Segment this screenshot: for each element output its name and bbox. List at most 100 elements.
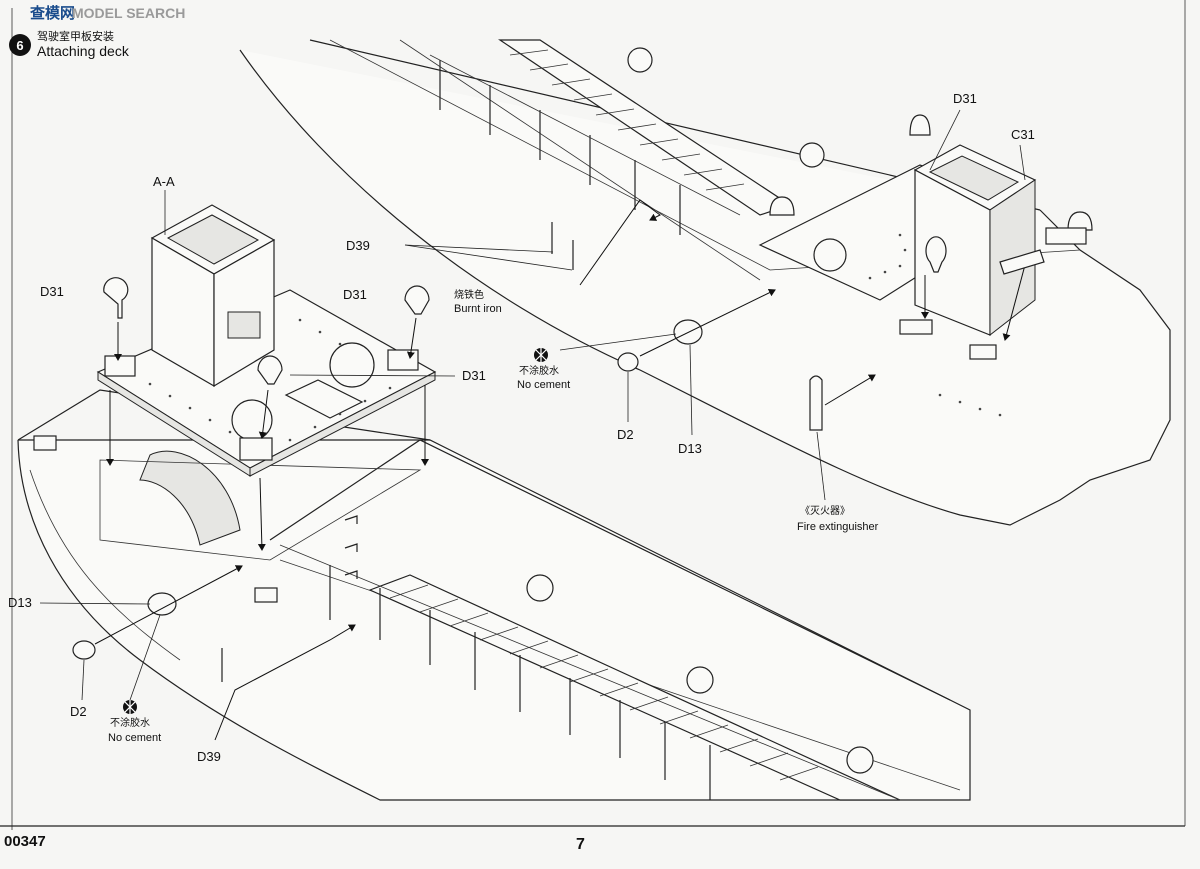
d2-right-part	[617, 352, 639, 372]
wheelhouse-door	[227, 311, 261, 339]
label-no-cement-cn-left: 不涂胶水	[110, 716, 150, 729]
plank	[689, 724, 729, 739]
fire-ext-leader	[816, 431, 826, 501]
lower-ramp-planks	[389, 584, 819, 781]
d13-left-arrow	[94, 565, 243, 645]
lower-hull-assembly	[17, 389, 971, 801]
plate-drop-arrow-front	[257, 477, 266, 551]
deck-hatch-cover	[284, 379, 364, 419]
plank	[389, 584, 429, 599]
deck-bitt-right	[387, 349, 419, 371]
d13-left-leader	[39, 602, 151, 605]
lower-inner-wall	[269, 439, 951, 701]
step-title-en: Attaching deck	[37, 43, 130, 59]
porthole	[799, 142, 825, 168]
bitt	[1045, 227, 1087, 245]
hatch-step	[969, 344, 997, 360]
c31-leader	[1019, 144, 1026, 181]
plank	[529, 63, 569, 71]
rivet	[388, 386, 392, 390]
porthole	[627, 47, 653, 73]
site-logo: 查模网	[30, 4, 75, 22]
plank	[539, 654, 579, 669]
plank	[569, 668, 609, 683]
wheelhouse-interior	[928, 155, 1020, 201]
rivet	[188, 406, 192, 410]
step-handle	[344, 515, 358, 524]
rivet	[958, 400, 962, 404]
rivet	[868, 276, 872, 280]
plank	[661, 153, 701, 161]
no-cement-icon-mark	[535, 348, 547, 362]
rivet	[998, 413, 1002, 417]
rail-top	[279, 544, 901, 801]
catalog-number: 00347	[4, 833, 46, 850]
plank	[617, 123, 657, 131]
rivet	[318, 330, 322, 334]
upper-inner-wall	[399, 39, 761, 281]
d31-mid-arrow	[406, 317, 417, 359]
label-d2-right: D2	[617, 427, 634, 442]
porthole	[526, 574, 554, 602]
label-c31: C31	[1011, 127, 1035, 142]
plank	[683, 168, 723, 176]
lower-hull-curve	[29, 469, 181, 661]
lower-railing	[279, 544, 901, 801]
d39-bottom-arrow	[214, 624, 356, 741]
d2-left-part	[72, 640, 96, 660]
rivet	[168, 394, 172, 398]
d39-top-leader-a	[404, 244, 554, 253]
vent-c31	[1067, 211, 1093, 231]
wheelhouse-box	[150, 204, 276, 388]
wheelhouse-front	[989, 179, 1036, 337]
plank	[573, 93, 613, 101]
label-d13-left: D13	[8, 595, 32, 610]
bitt	[33, 435, 57, 451]
rail-top	[429, 54, 741, 216]
deck-opening	[99, 459, 422, 561]
fire-ext-arrow	[824, 374, 876, 406]
label-aa: A-A	[153, 174, 175, 189]
watermark: MODEL SEARCH	[72, 5, 185, 21]
page-number: 7	[576, 836, 585, 853]
porthole	[846, 746, 874, 774]
rivet	[298, 318, 302, 322]
plank	[779, 766, 819, 781]
rivet	[313, 425, 317, 429]
label-d31-top: D31	[953, 91, 977, 106]
rivet	[338, 412, 342, 416]
plank	[419, 598, 459, 613]
rivet	[898, 233, 902, 237]
footer: 00347 7	[4, 833, 585, 853]
rivet	[883, 270, 887, 274]
label-burnt-iron-cn: 烧铁色	[454, 288, 484, 301]
header: 查模网 MODEL SEARCH 6 驾驶室甲板安装 Attaching dec…	[9, 4, 185, 59]
d13-right-arrow	[639, 289, 776, 357]
plank	[719, 738, 759, 753]
d31-left-part	[103, 277, 129, 319]
d31-right-part	[925, 236, 947, 273]
d13-right-leader	[689, 344, 693, 436]
d31-front-part	[257, 355, 283, 385]
d39-top-arrow	[579, 199, 661, 286]
label-d13-right: D13	[678, 441, 702, 456]
label-d31-mid: D31	[343, 287, 367, 302]
label-no-cement-en-left: No cement	[108, 732, 161, 744]
upper-hull-assembly	[239, 39, 1171, 526]
rivet	[338, 342, 342, 346]
plank	[659, 710, 699, 725]
vent	[909, 114, 931, 136]
plank	[551, 78, 591, 86]
rivet	[938, 393, 942, 397]
label-burnt-iron-en: Burnt iron	[454, 303, 502, 315]
c31-part	[999, 249, 1045, 275]
rivet	[208, 418, 212, 422]
no-cement-icon-mark	[124, 700, 136, 714]
plank	[749, 752, 789, 767]
deck-bitt-left	[104, 355, 136, 377]
step-title-cn: 驾驶室甲板安装	[37, 29, 114, 43]
c31-arrow	[1002, 264, 1026, 341]
bitt	[254, 587, 278, 603]
plank	[449, 612, 489, 627]
